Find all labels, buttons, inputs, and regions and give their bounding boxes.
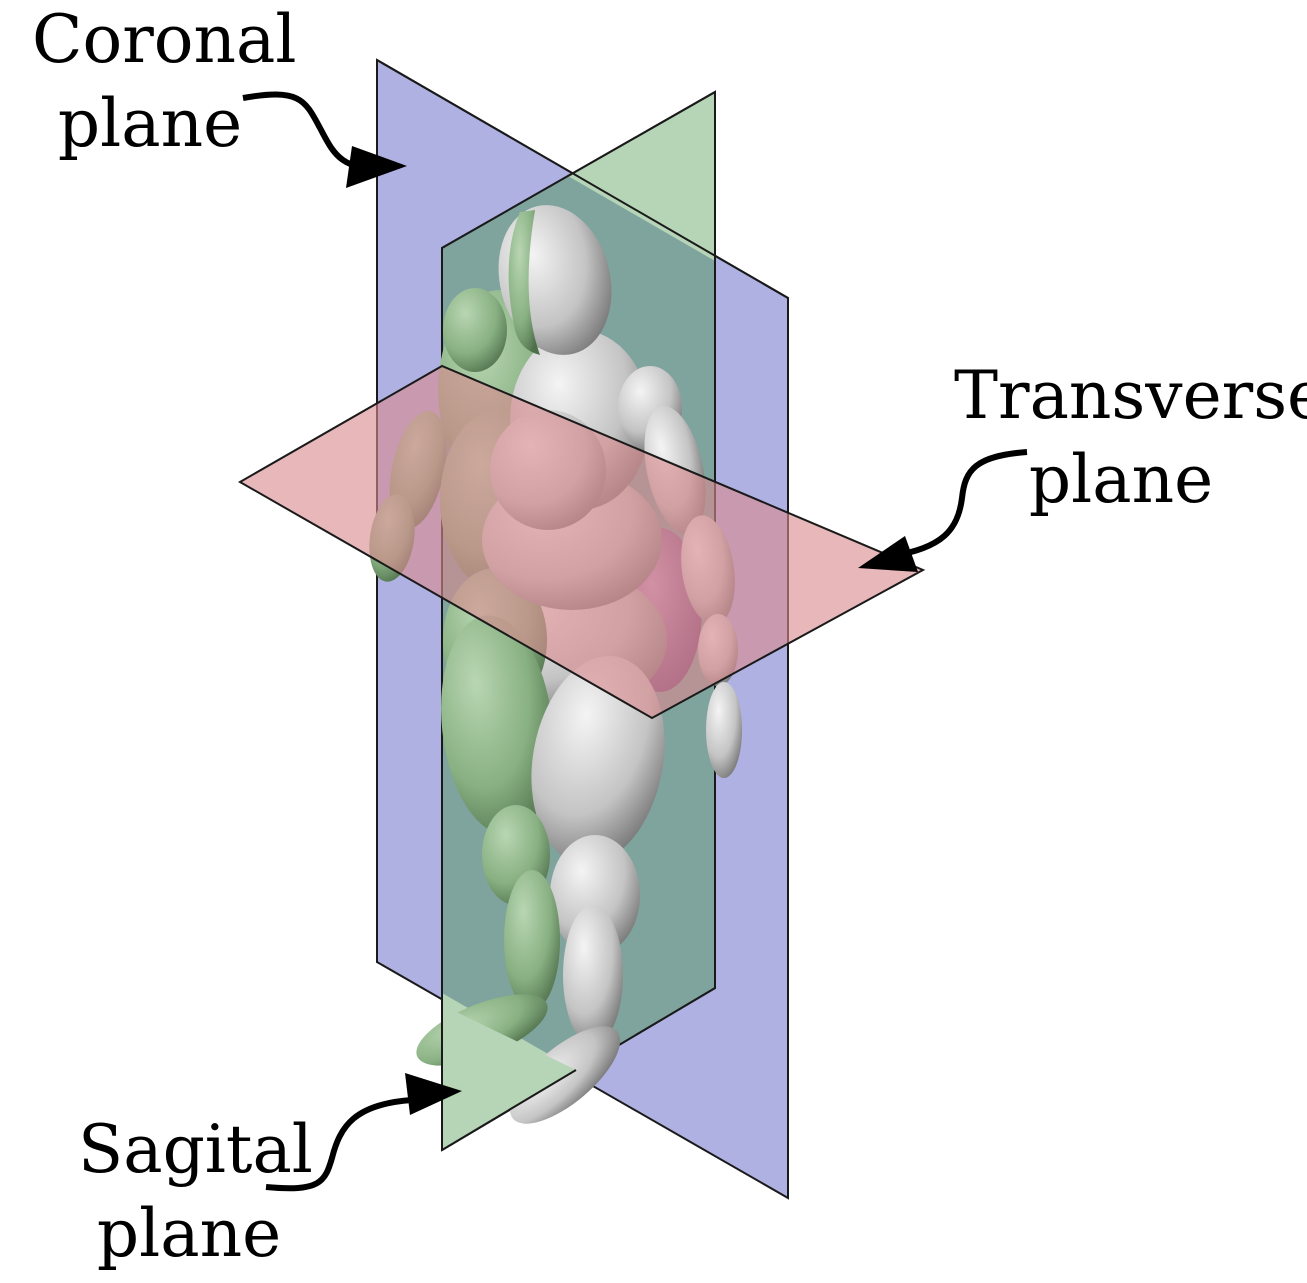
transverse-arrow (891, 449, 1028, 559)
sagittal-plane-lower (442, 1005, 576, 1150)
sagital-arrow-head (405, 1073, 462, 1115)
coronal-arrow-head (346, 146, 407, 188)
transverse-label-line1: Transverse (954, 357, 1307, 434)
coronal-label-line2: plane (57, 85, 243, 162)
coronal-plane-edge (376, 59, 789, 299)
coronal-label-line1: Coronal (32, 1, 297, 78)
transverse-arrow-head (858, 536, 918, 572)
sagital-label-line2: plane (96, 1195, 282, 1272)
transverse-plane (237, 364, 926, 720)
transverse-plane-label: Transverse plane (954, 354, 1307, 522)
sagital-plane-label: Sagital plane (78, 1108, 313, 1276)
sagital-label-line1: Sagital (78, 1111, 313, 1188)
coronal-plane-label: Coronal plane (32, 0, 297, 166)
sagital-arrow (265, 1097, 413, 1192)
transverse-label-line2: plane (1028, 441, 1214, 518)
